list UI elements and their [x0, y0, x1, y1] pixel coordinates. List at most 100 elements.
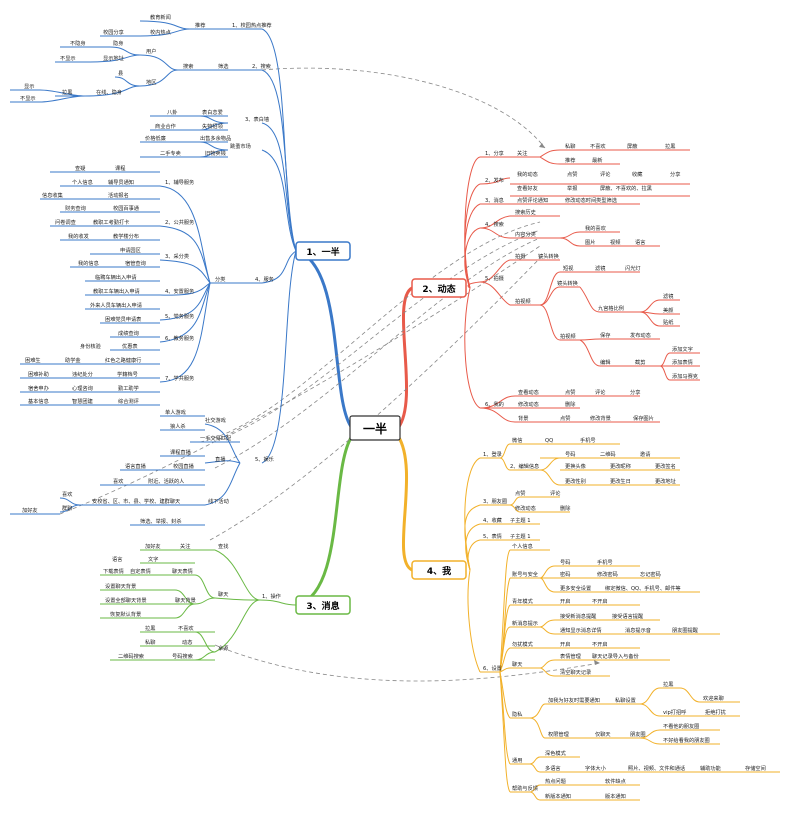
node-label: 不隐身 — [70, 39, 86, 47]
node-label: 我的收发 — [68, 232, 89, 240]
branch-label-wo: 4、我 — [427, 565, 451, 577]
node-label: 私聊设置 — [615, 696, 636, 704]
node-label: 课程 — [115, 164, 125, 172]
node-label: 个人信息 — [72, 178, 93, 186]
node-label: 滤镜 — [595, 264, 605, 272]
node-label: 查找 — [218, 542, 229, 550]
branch-label-yiban: 1、一半 — [306, 246, 339, 258]
node-label: 商业合作 — [155, 122, 176, 130]
node-label: 查看动态 — [518, 388, 539, 396]
node-label: 5、拍摄 — [485, 274, 505, 282]
node-label: 线下活动 — [208, 497, 229, 505]
node-label: 1、辅导服务 — [165, 178, 194, 186]
node-label: 子主题 1 — [510, 516, 531, 524]
node-label: 不显示 — [60, 55, 76, 62]
node-label: 推荐 — [565, 156, 575, 164]
node-label: 教学楼分布 — [113, 232, 139, 240]
node-label: 1、校园热点推荐 — [232, 21, 272, 29]
node-label: 教职工考勤打卡 — [93, 218, 129, 226]
node-label: 分享 — [630, 388, 640, 396]
node-label: 财务查询 — [65, 204, 86, 212]
node-label: 综合测评 — [118, 397, 139, 405]
node-label: 2、搜索 — [252, 62, 271, 70]
node-label: 查疑 — [75, 164, 85, 172]
node-label: 不显示 — [20, 95, 36, 102]
node-label: 困难党员申请表 — [105, 315, 142, 323]
branch-label-dongtai: 2、动态 — [422, 283, 455, 295]
node-label: 点赞评论通知 — [517, 196, 548, 204]
branch-wo — [464, 443, 780, 801]
node-label: 身份核验 — [80, 342, 102, 350]
node-label: 4、服务 — [255, 275, 274, 283]
node-label: 表白恋爱 — [202, 108, 223, 116]
node-label: 助学金 — [65, 356, 81, 364]
node-label: 3、消息 — [485, 196, 504, 204]
node-label: 7、学共服务 — [165, 374, 194, 382]
branch-node-xiaoxi[interactable]: 3、消息 — [295, 595, 351, 615]
node-label: 软件缺点 — [605, 777, 626, 785]
node-label: 分享 — [670, 170, 680, 178]
root-node[interactable]: 一半 — [349, 415, 401, 441]
dashed-links — [59, 67, 601, 682]
node-label: 1、操作 — [262, 592, 281, 600]
node-label: 更改性别 — [565, 477, 586, 485]
node-label: 宿管查询 — [125, 259, 146, 267]
node-label: 4、搜索 — [485, 220, 504, 228]
branch-node-yiban[interactable]: 1、一半 — [295, 241, 351, 261]
node-label: 查看好友 — [517, 184, 538, 192]
node-label: 内容分类 — [515, 230, 536, 238]
node-label: 不喜欢 — [590, 142, 606, 150]
node-label: 失物招领 — [202, 122, 223, 130]
node-label: 在线、隐身 — [96, 88, 122, 96]
node-label: 推荐 — [195, 21, 205, 29]
node-label: 更改地址 — [655, 477, 676, 485]
node-label: 点赞 — [560, 414, 570, 422]
node-label: 旧物卖钱 — [205, 149, 226, 157]
node-label: 课程直播 — [170, 448, 192, 456]
node-label: 忘记密码 — [640, 570, 661, 578]
node-label: 不看他的朋友圈 — [663, 722, 699, 730]
node-label: 账号与安全 — [512, 570, 539, 578]
node-label: 屏蔽、不喜欢的、拉黑 — [600, 184, 652, 192]
node-label: 新消息提示 — [512, 619, 538, 627]
node-label: 子主题 1 — [510, 532, 531, 540]
node-label: 版本通知 — [605, 792, 626, 800]
node-label: 单人游戏 — [165, 408, 186, 416]
node-label: 保存图片 — [633, 414, 654, 422]
node-label: 不喜欢 — [178, 624, 194, 632]
node-label: 4、收藏 — [483, 516, 503, 524]
branch-node-dongtai[interactable]: 2、动态 — [411, 278, 467, 298]
branch-node-wo[interactable]: 4、我 — [411, 560, 467, 580]
node-label: 聊天 — [512, 660, 522, 668]
branch-xiaoxi — [100, 549, 297, 661]
branch-dongtai — [464, 149, 700, 423]
node-label: 喜欢 — [62, 490, 73, 498]
node-label: 不开启 — [592, 597, 608, 605]
node-label: 开启 — [560, 597, 570, 605]
node-label: 教育新闻 — [150, 13, 171, 21]
node-label: 通用 — [512, 756, 522, 764]
node-label: 拍视频 — [515, 297, 531, 305]
node-label: 关注 — [517, 149, 527, 157]
node-label: 镜头转换 — [538, 252, 560, 260]
node-label: 不好给看我的朋友圈 — [663, 736, 710, 744]
node-label: 用户 — [146, 47, 156, 55]
node-label: 消息提示音 — [625, 626, 651, 634]
node-label: 出售多余物品 — [200, 134, 231, 142]
node-label: 手机号 — [580, 436, 596, 444]
node-label: 点赞 — [515, 489, 525, 497]
node-label: 更换头像 — [565, 462, 587, 470]
node-label: 二维码搜索 — [118, 652, 144, 660]
node-label: 1、分享 — [485, 149, 504, 157]
node-label: 青年模式 — [512, 597, 534, 605]
node-labels: 1、校园热点推荐 推荐 教育新闻 校园分享 校内热点 2、搜索 搜索 筛选 用户… — [20, 13, 766, 800]
node-label: 号码 — [560, 558, 570, 566]
node-label: 私聊 — [565, 142, 575, 150]
node-label: 校园分享 — [103, 28, 124, 36]
node-label: 搜索历史 — [515, 208, 536, 216]
node-label: 聊天记录导入与备份 — [592, 652, 640, 660]
node-label: 直播 — [215, 455, 226, 463]
node-label: 6、教务服务 — [165, 334, 194, 342]
node-label: 更改昵称 — [610, 462, 631, 470]
node-label: 私聊 — [145, 638, 155, 646]
